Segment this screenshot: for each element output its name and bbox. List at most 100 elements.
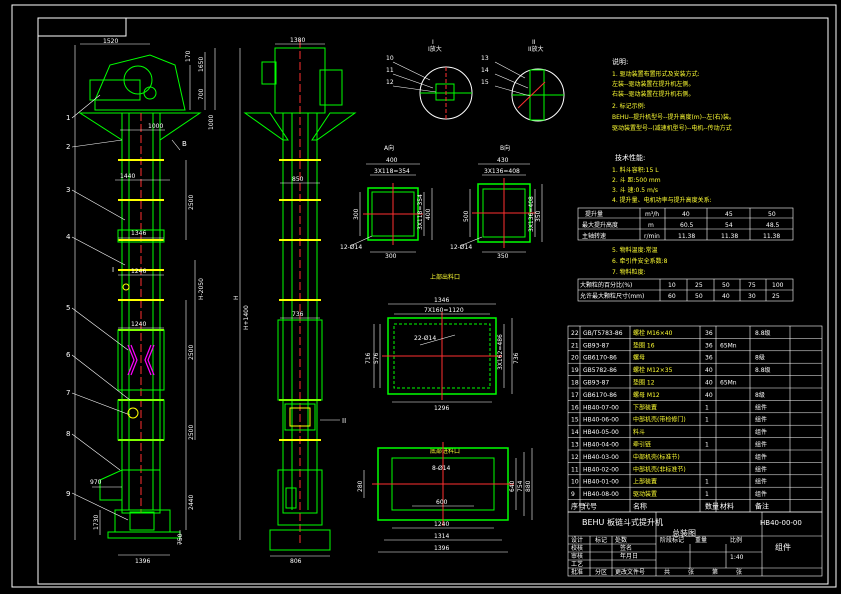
title-role: 审核	[571, 552, 583, 560]
parts-cell: 垫圈 12	[633, 379, 655, 387]
dim-text: 640	[509, 480, 516, 492]
balloon: 2	[66, 143, 70, 151]
balloon: 9	[66, 490, 70, 498]
parts-cell: 螺母 M12	[633, 391, 660, 399]
detail-i-marker-circle	[122, 283, 130, 291]
table-cell: 10	[668, 282, 676, 289]
dim-text: 1440	[120, 173, 135, 180]
parts-cell: 组件	[755, 490, 767, 498]
extra-notes: 5. 物料温度:常温 6. 牵引件安全系数:8 7. 物料粒度:	[612, 246, 668, 276]
table-cell: 60	[668, 293, 676, 300]
parts-cell: 驱动装置	[633, 490, 657, 498]
dim-text: 1730	[93, 515, 100, 530]
corner-box	[37, 17, 127, 37]
parts-cell: HB40-05-00	[583, 429, 619, 436]
title-row: 处数	[615, 536, 627, 544]
balloon: 10	[386, 55, 394, 62]
dim-text: 736	[513, 352, 520, 364]
parts-cell: 1	[705, 442, 709, 449]
table-cell: 大颗粒的百分比(%)	[580, 281, 632, 289]
parts-cell: 中部机壳(标准节)	[633, 453, 680, 461]
dim-text: 1000	[148, 123, 163, 130]
balloon: 1	[66, 114, 70, 122]
parts-cell: 1	[705, 479, 709, 486]
dim-text: 1396	[434, 545, 449, 552]
table-cell: 40	[722, 293, 730, 300]
title-block: BEHU 板链斗式提升机 HB40-00-00 总装图 组件 1:40 BEHU…	[567, 511, 823, 577]
parts-cell: HB40-02-00	[583, 466, 619, 473]
dim-text: 3X118=354	[374, 168, 410, 175]
parts-cell: 牵引链	[633, 441, 651, 449]
drawing-number: HB40-00-00	[760, 519, 802, 527]
dim-text: 1240	[131, 321, 146, 328]
parts-cell: 36	[705, 342, 713, 349]
parts-cell: 20	[571, 355, 579, 362]
dim-text: 880	[525, 480, 532, 492]
dim-text: 1296	[434, 405, 449, 412]
dim-text: 8-Ø14	[432, 465, 451, 472]
drawing-type: 组件	[775, 542, 791, 552]
parts-cell: 中部机壳(带检修门)	[633, 416, 686, 424]
performance-table: 提升量 m³/h 40 45 50 最大提升高度 m 60.5 54 48.5 …	[577, 207, 794, 241]
left-dimension-lines	[74, 43, 241, 556]
parts-header-cell: 数量	[705, 502, 719, 511]
table-cell: 50	[695, 293, 703, 300]
dim-text: 350	[535, 210, 542, 222]
parts-cell: HB40-04-00	[583, 442, 619, 449]
detail-label: II	[532, 39, 536, 46]
balloon: 6	[66, 351, 71, 359]
parts-cell: 14	[571, 429, 579, 436]
table-cell: 50	[768, 211, 776, 218]
parts-cell: GB6170-86	[583, 355, 617, 362]
parts-cell: 15	[571, 417, 579, 424]
dim-text: 2500	[188, 195, 195, 210]
dim-text: 400	[425, 208, 432, 220]
parts-cell: 组件	[755, 428, 767, 436]
parts-header-cell: 序号	[571, 502, 585, 511]
dim-text: 22-Ø14	[414, 335, 436, 342]
dim-text: 750	[177, 533, 184, 545]
dim-text: 1396	[135, 558, 150, 565]
parts-cell: GB93-87	[583, 342, 609, 349]
table-cell: r/min	[644, 233, 660, 240]
title-role: 批准	[571, 568, 583, 576]
detail-marker: II	[342, 417, 346, 425]
note-line: 2. 标记示例:	[612, 102, 646, 110]
parts-cell: 21	[571, 342, 579, 349]
sheet-outer-border	[11, 4, 837, 588]
notes-heading: 说明:	[612, 57, 628, 66]
dim-text: 12-Ø14	[340, 244, 362, 251]
balloon: 11	[386, 67, 394, 74]
parts-cell: 18	[571, 380, 579, 387]
dim-text: 500	[463, 210, 470, 222]
title-role: 工艺	[571, 560, 583, 568]
parts-header-cell: 备注	[755, 502, 769, 511]
dim-text: H-2050	[198, 278, 205, 300]
parts-cell: 料斗	[633, 428, 645, 436]
front-elevation-view	[78, 54, 202, 539]
table-cell: m	[648, 222, 654, 229]
view-title: 上部出料口	[430, 273, 460, 281]
inlet-chute	[99, 469, 123, 501]
sheet-inner-border	[37, 17, 829, 585]
balloon: 3	[66, 186, 70, 194]
dim-text: H	[233, 295, 240, 300]
parts-cell: 8.8级	[755, 366, 771, 374]
parts-cell: 11	[571, 466, 579, 473]
parts-header-cell: 材料	[720, 502, 734, 511]
title-role: 校核	[571, 544, 583, 552]
dim-text: 736	[292, 311, 304, 318]
parts-cell: 17	[571, 392, 579, 399]
dim-text: 1346	[131, 230, 146, 237]
title-role: 设计	[571, 536, 583, 544]
title-field: 张	[688, 568, 694, 576]
table-cell: 54	[725, 222, 733, 229]
dim-text: 716	[365, 352, 372, 364]
dim-text: 754	[517, 480, 524, 492]
enlarged-details: I I放大 10 11 12 II II放大 13 14 15	[386, 39, 565, 122]
note-line: BEHU--提升机型号--提升高度(m)--左(右)装。	[612, 113, 735, 121]
note-line: 7. 物料粒度:	[612, 268, 646, 276]
dim-text: 430	[497, 157, 509, 164]
balloon: 13	[481, 55, 489, 62]
